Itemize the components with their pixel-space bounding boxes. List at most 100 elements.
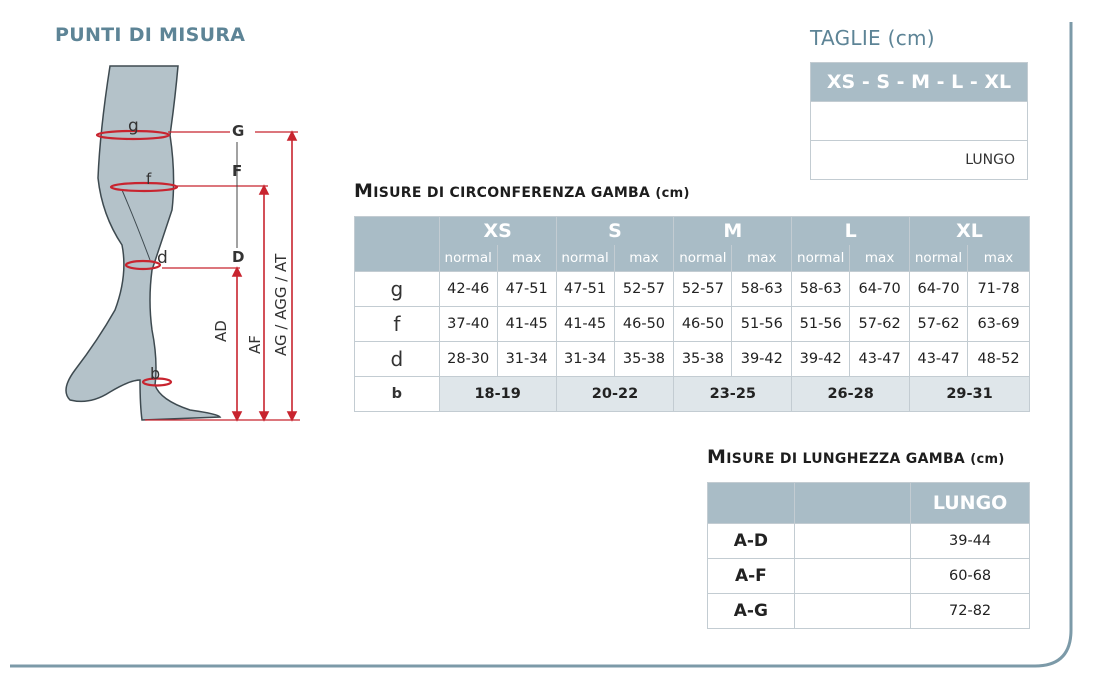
length-row-label: A-F [707,558,795,594]
sub-normal: normal [438,245,498,272]
sizes-blank-row [810,101,1028,141]
sizes-table: XS - S - M - L - XL LUNGO [810,62,1028,180]
table-cell: 51-56 [731,306,793,342]
sub-max: max [731,245,793,272]
table-row-b: b 18-19 20-22 23-25 26-28 29-31 [354,376,1030,412]
sub-normal: normal [909,245,969,272]
circumference-title-cap: M [354,180,374,202]
circumference-title-rest: ISURE DI CIRCONFERENZA GAMBA [373,185,651,201]
length-empty-header [793,482,912,524]
size-header-s: S [555,216,675,245]
table-cell: 57-62 [909,306,969,342]
table-row: d 28-30 31-34 31-34 35-38 35-38 39-42 39… [354,341,1030,377]
length-title-unit: (cm) [970,452,1005,467]
table-cell: 46-50 [673,306,733,342]
table-cell: 31-34 [555,341,615,377]
table-cell: 42-46 [438,271,498,307]
length-col-header: LUNGO [910,482,1030,524]
table-cell: 35-38 [673,341,733,377]
table-row: A-D 39-44 [707,523,1030,559]
dim-label-ag: AG / AGG / AT [272,253,290,356]
point-label-G: G [232,122,245,140]
sub-max: max [496,245,557,272]
circumference-title: MISURE DI CIRCONFERENZA GAMBA (cm) [354,180,690,202]
sub-normal: normal [791,245,851,272]
size-header-xs: XS [438,216,557,245]
table-cell: 37-40 [438,306,498,342]
ring-label-g: g [128,116,139,136]
table-cell: 18-19 [438,376,557,412]
table-cell: 47-51 [555,271,615,307]
corner-cell [354,216,440,272]
table-cell: 63-69 [967,306,1030,342]
size-header-l: L [791,216,911,245]
length-table: LUNGO A-D 39-44 A-F 60-68 A-G 72-82 [707,482,1030,629]
ring-label-f: f [146,170,152,188]
leg-silhouette [65,65,222,421]
sizes-row-lungo: LUNGO [810,140,1028,180]
circumference-table: XS S M L XL normal max normal max normal… [354,216,1030,412]
sizes-header: XS - S - M - L - XL [810,62,1028,102]
table-cell: 39-42 [731,341,793,377]
table-cell: 43-47 [849,341,911,377]
table-cell: 72-82 [910,593,1030,629]
size-header-xl: XL [909,216,1030,245]
length-title-rest: ISURE DI LUNGHEZZA GAMBA [726,451,966,467]
row-label-f: f [354,306,440,342]
table-cell: 64-70 [909,271,969,307]
table-cell: 52-57 [673,271,733,307]
ring-label-b: b [150,364,161,383]
size-header-m: M [673,216,793,245]
row-label-d: d [354,341,440,377]
table-cell: 41-45 [496,306,557,342]
table-cell [793,593,912,629]
point-label-F: F [232,162,243,180]
table-cell: 28-30 [438,341,498,377]
sizes-heading: TAGLIE (cm) [810,26,935,50]
ring-label-d: d [157,248,168,268]
table-row: A-F 60-68 [707,558,1030,594]
table-cell: 71-78 [967,271,1030,307]
table-cell: 35-38 [613,341,675,377]
left-heading: PUNTI DI MISURA [55,24,246,46]
table-cell: 52-57 [613,271,675,307]
sub-normal: normal [555,245,615,272]
length-title: MISURE DI LUNGHEZZA GAMBA (cm) [707,446,1005,468]
row-label-b: b [354,376,440,412]
table-row: f 37-40 41-45 41-45 46-50 46-50 51-56 51… [354,306,1030,342]
table-cell: 23-25 [673,376,793,412]
table-cell [793,523,912,559]
table-cell: 58-63 [791,271,851,307]
table-cell: 26-28 [791,376,911,412]
table-row: g 42-46 47-51 47-51 52-57 52-57 58-63 58… [354,271,1030,307]
table-cell: 57-62 [849,306,911,342]
length-title-cap: M [707,446,727,468]
table-cell: 29-31 [909,376,1030,412]
point-label-D: D [232,248,245,266]
table-cell: 51-56 [791,306,851,342]
length-corner [707,482,795,524]
length-row-label: A-G [707,593,795,629]
leg-diagram [65,65,300,422]
row-label-g: g [354,271,440,307]
table-cell [793,558,912,594]
table-cell: 39-44 [910,523,1030,559]
table-cell: 48-52 [967,341,1030,377]
table-cell: 41-45 [555,306,615,342]
table-row: A-G 72-82 [707,593,1030,629]
table-cell: 31-34 [496,341,557,377]
dim-label-ad: AD [212,320,230,342]
sub-max: max [967,245,1030,272]
length-row-label: A-D [707,523,795,559]
sub-normal: normal [673,245,733,272]
table-cell: 60-68 [910,558,1030,594]
table-cell: 20-22 [555,376,675,412]
dim-label-af: AF [246,335,264,354]
table-cell: 64-70 [849,271,911,307]
table-cell: 47-51 [496,271,557,307]
table-cell: 43-47 [909,341,969,377]
sub-max: max [849,245,911,272]
sub-max: max [613,245,675,272]
table-cell: 58-63 [731,271,793,307]
